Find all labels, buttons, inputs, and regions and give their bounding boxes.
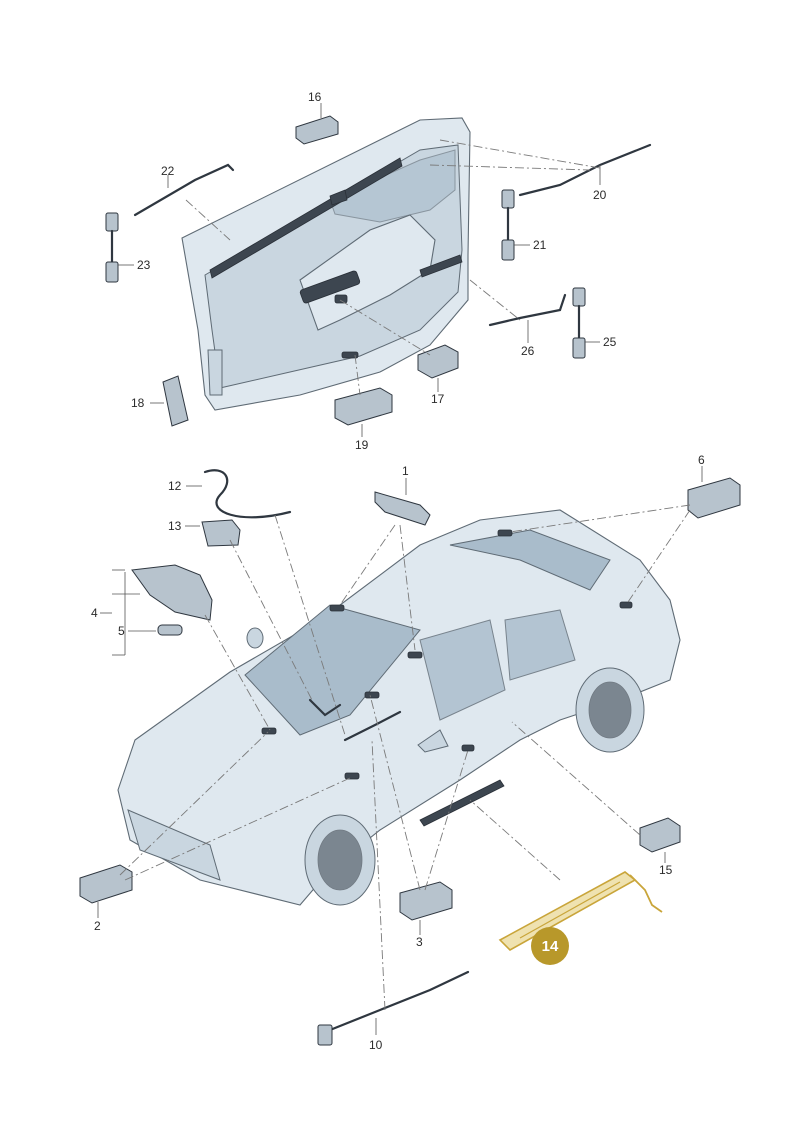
callout-4: 4 [91, 606, 98, 620]
callout-19: 19 [355, 438, 369, 452]
callout-3: 3 [416, 935, 423, 949]
part-16-switch [295, 103, 339, 145]
callout-17: 17 [431, 392, 445, 406]
door-panel [181, 117, 471, 411]
part-22-light-strip [133, 163, 235, 217]
part-18-lamp [150, 375, 189, 427]
car-body [117, 509, 681, 906]
callout-13: 13 [168, 519, 182, 533]
callout-14: 14 [542, 938, 559, 955]
part-15-lamp [639, 817, 681, 863]
part-21-wiring [501, 189, 530, 261]
callout-18: 18 [131, 396, 145, 410]
callout-16: 16 [308, 90, 322, 104]
callout-2: 2 [94, 919, 101, 933]
callout-6: 6 [698, 453, 705, 467]
callout-21: 21 [533, 238, 547, 252]
callout-12: 12 [168, 479, 182, 493]
part-20-light-strip [518, 143, 652, 197]
part-1-lamp [374, 478, 431, 526]
part-4-lamp-housing [100, 564, 213, 656]
car-leaders [119, 504, 691, 1011]
callout-23: 23 [137, 258, 151, 272]
callout-labels: 16 22 20 21 23 25 26 17 18 19 1 6 12 13 … [91, 90, 705, 1052]
part-3-lamp [399, 881, 453, 935]
callout-26: 26 [521, 344, 535, 358]
door-leaders [185, 139, 601, 396]
callout-15: 15 [659, 863, 673, 877]
part-23-wiring [105, 212, 134, 283]
part-26-light-strip [488, 293, 567, 343]
part-5-bulb [128, 624, 183, 636]
callout-25: 25 [603, 335, 617, 349]
callout-10: 10 [369, 1038, 383, 1052]
part-2-lamp [79, 864, 133, 918]
part-14-sill-light-highlighted[interactable] [498, 871, 663, 951]
part-6-lamp [687, 466, 741, 519]
callout-5: 5 [118, 624, 125, 638]
part-25-wiring [572, 287, 600, 359]
part-19-lamp [334, 387, 393, 437]
callout-14-badge[interactable]: 14 [531, 927, 569, 965]
part-10-light-strip [317, 970, 470, 1046]
part-12-wiring [186, 469, 292, 519]
part-13-connector [185, 519, 241, 547]
callout-1: 1 [402, 464, 409, 478]
callout-22: 22 [161, 164, 175, 178]
part-17-lamp [417, 344, 459, 392]
callout-20: 20 [593, 188, 607, 202]
